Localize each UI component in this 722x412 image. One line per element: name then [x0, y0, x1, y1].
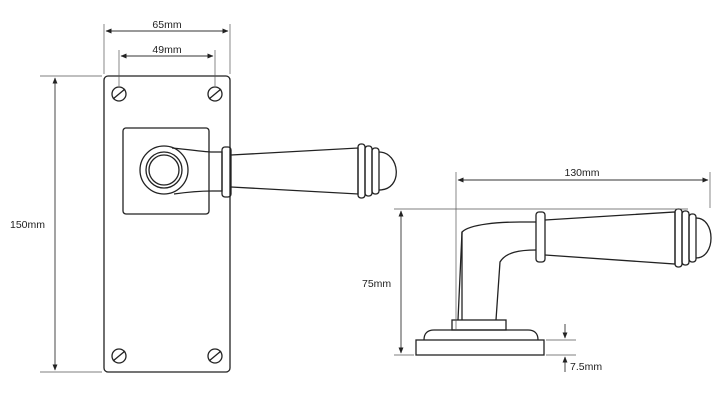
dim-screw-spacing: 49mm [118, 44, 216, 86]
rose-collar [423, 329, 539, 341]
lever-boss [139, 145, 189, 195]
label-backplate-width: 65mm [152, 19, 181, 31]
label-screw-spacing: 49mm [152, 44, 181, 56]
lever-arm [171, 143, 397, 199]
dim-backplate-width: 65mm [103, 19, 231, 74]
dim-lever-height: 75mm [362, 208, 688, 356]
side-view: 130mm 75mm 7.5mm [362, 167, 712, 373]
screw-bottom-left-icon [111, 348, 127, 364]
front-view: 65mm 49mm 150mm [10, 19, 397, 373]
screw-bottom-right-icon [207, 348, 223, 364]
label-lever-length: 130mm [564, 167, 599, 179]
backplate [103, 75, 231, 373]
label-rose-thickness: 7.5mm [570, 361, 602, 373]
label-lever-height: 75mm [362, 278, 391, 290]
dim-lever-length: 130mm [455, 167, 711, 330]
label-backplate-height: 150mm [10, 219, 45, 231]
screw-top-left-icon [111, 86, 127, 102]
lever-arm-side [535, 208, 712, 268]
rose-base [415, 339, 545, 356]
screw-top-right-icon [207, 86, 223, 102]
dim-backplate-height: 150mm [10, 75, 102, 373]
dim-rose-thickness: 7.5mm [546, 324, 602, 373]
lever-stem [457, 221, 537, 321]
square-rose [122, 127, 210, 215]
